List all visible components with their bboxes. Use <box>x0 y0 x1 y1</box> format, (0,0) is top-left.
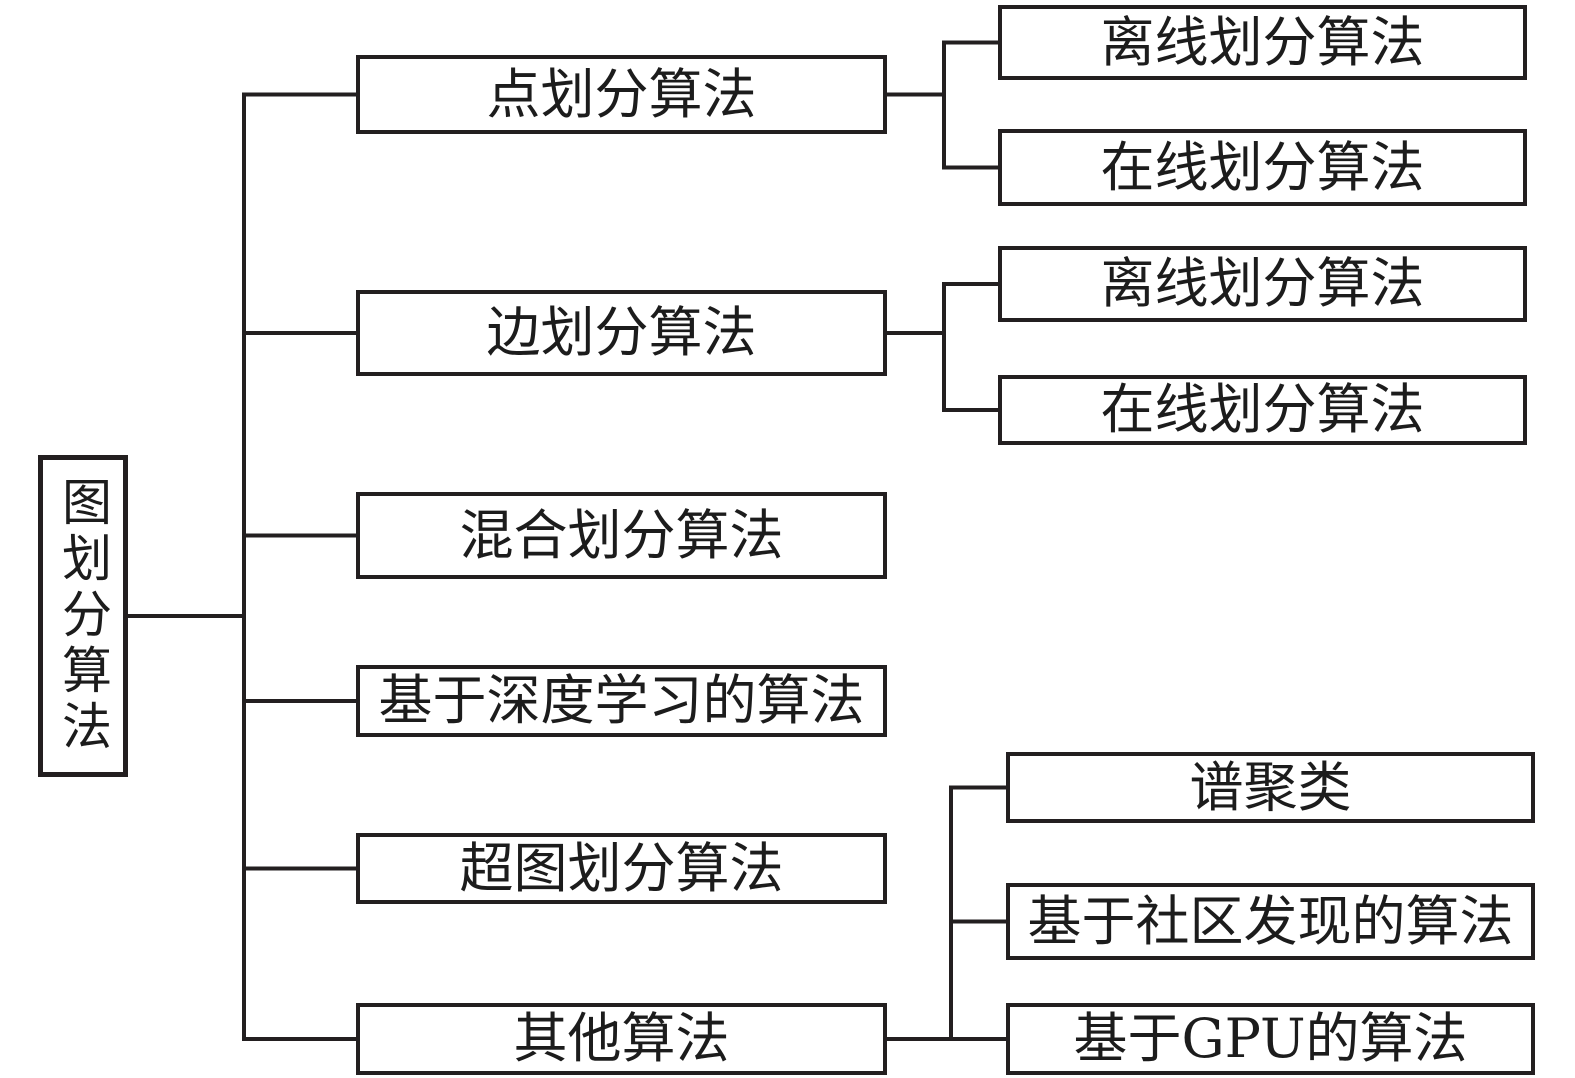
leaf-node-community-detection-based: 基于社区发现的算法 <box>1006 883 1535 960</box>
branch-node-hybrid-partitioning: 混合划分算法 <box>356 492 887 579</box>
leaf-node-gpu-based: 基于GPU的算法 <box>1006 1003 1535 1075</box>
branch-node-other-algorithms: 其他算法 <box>356 1003 887 1075</box>
leaf-node-vertex-offline-partitioning: 离线划分算法 <box>998 5 1527 80</box>
branch-node-vertex-partitioning: 点划分算法 <box>356 55 887 134</box>
branch-node-hypergraph-partitioning: 超图划分算法 <box>356 833 887 904</box>
leaf-node-vertex-online-partitioning: 在线划分算法 <box>998 129 1527 206</box>
leaf-node-edge-offline-partitioning: 离线划分算法 <box>998 246 1527 322</box>
root-node-graph-partitioning-algorithms: 图划分算法 <box>38 455 128 777</box>
branch-node-edge-partitioning: 边划分算法 <box>356 290 887 376</box>
branch-node-deep-learning-based: 基于深度学习的算法 <box>356 665 887 737</box>
leaf-node-edge-online-partitioning: 在线划分算法 <box>998 375 1527 445</box>
leaf-node-spectral-clustering: 谱聚类 <box>1006 752 1535 823</box>
